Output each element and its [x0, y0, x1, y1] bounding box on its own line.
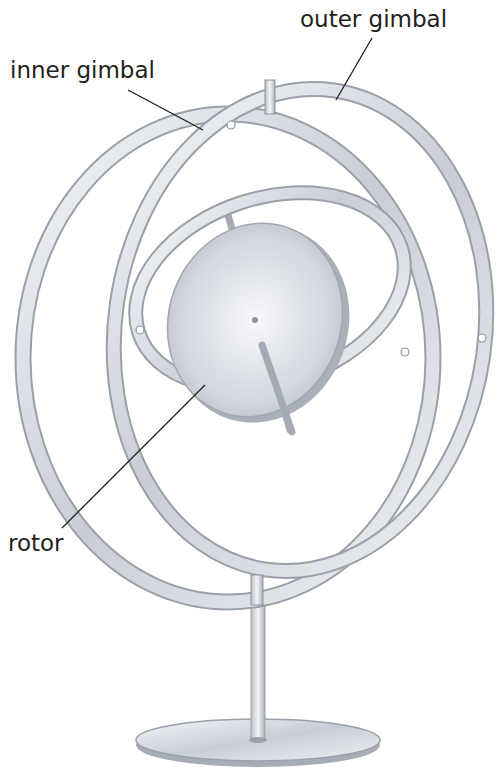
frame-ring-edge — [23, 114, 433, 602]
part-label: rotor — [8, 530, 64, 558]
stand-pole — [251, 595, 265, 740]
rotor-axle-front — [262, 345, 292, 432]
part-label: outer gimbal — [300, 6, 447, 34]
pivot-hole — [401, 348, 409, 356]
pivot-hole — [136, 326, 144, 334]
top-pivot — [265, 80, 275, 114]
frame-ring — [23, 114, 433, 602]
leader-line — [62, 385, 205, 528]
part-label: inner gimbal — [10, 57, 155, 85]
outer-gimbal-ring — [83, 65, 500, 596]
pole-foot — [249, 737, 267, 743]
outer-gimbal-edge — [83, 65, 500, 596]
rotor-hub — [252, 317, 258, 323]
leader-line — [336, 38, 372, 100]
bottom-pivot — [251, 575, 263, 605]
pivot-hole — [227, 121, 235, 129]
rotor-disk — [141, 198, 370, 441]
pivot-hole — [478, 334, 486, 342]
leader-line — [128, 90, 203, 130]
